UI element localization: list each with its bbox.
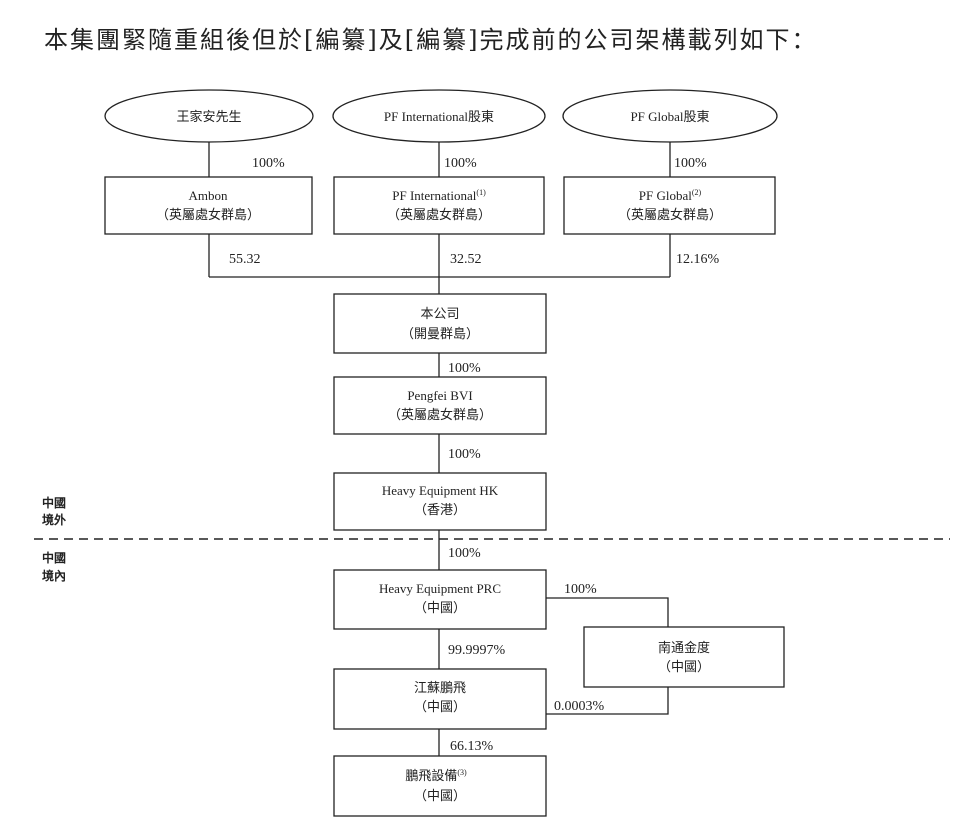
entity-pf-intl-note: (1) (476, 188, 486, 197)
pct-ambon-company: 55.32 (229, 252, 261, 267)
entity-nantong-jurisdiction: （中國） (658, 659, 710, 674)
region-offshore-line1: 中國 (42, 495, 66, 510)
shareholder-pf-intl-label: PF International股東 (384, 109, 494, 124)
entity-pf-global-note: (2) (692, 188, 702, 197)
entity-jiangsu-name: 江蘇鵬飛 (414, 680, 466, 695)
page-title: 本集團緊隨重組後但於[編纂]及[編纂]完成前的公司架構載列如下： (44, 26, 818, 54)
connector-prc-nantong (546, 597, 669, 627)
entity-pengfei-equip-note: (3) (457, 768, 467, 777)
entity-pengfei-equip-name-text: 鵬飛設備 (405, 768, 457, 783)
entity-company-jurisdiction: （開曼群島） (401, 326, 479, 341)
pct-pf-global-company: 12.16% (676, 252, 720, 267)
entity-pengfei-equip-name: 鵬飛設備(3) (405, 768, 467, 783)
pct-prc-jiangsu: 99.9997% (448, 643, 506, 658)
entity-pengfei-equip-box (333, 755, 547, 817)
entity-jiangsu-jurisdiction: （中國） (414, 699, 466, 714)
entity-pf-global-jurisdiction: （英屬處女群島） (618, 207, 722, 222)
pct-holders-pf-global: 100% (674, 156, 707, 171)
pct-pf-intl-company: 32.52 (450, 252, 482, 267)
region-onshore-line2: 境內 (42, 568, 66, 583)
entity-pf-intl-name-text: PF International (392, 188, 477, 203)
pct-prc-nantong: 100% (564, 582, 597, 597)
region-onshore-line1: 中國 (42, 550, 66, 565)
pct-bvi-hk: 100% (448, 447, 481, 462)
pct-nantong-jiangsu: 0.0003% (554, 699, 605, 714)
entity-jiangsu-box (333, 668, 547, 730)
entity-he-prc-jurisdiction: （中國） (414, 600, 466, 615)
entity-pf-intl-jurisdiction: （英屬處女群島） (387, 207, 491, 222)
entity-ambon-jurisdiction: （英屬處女群島） (156, 207, 260, 222)
entity-ambon-name: Ambon (189, 188, 229, 203)
entity-pf-intl-box (333, 176, 545, 235)
entity-he-prc-box (333, 569, 547, 630)
entity-pengfei-bvi-jurisdiction: （英屬處女群島） (388, 407, 492, 422)
entity-pengfei-bvi-box (333, 376, 547, 435)
entity-he-hk-name: Heavy Equipment HK (382, 483, 499, 498)
connector-nantong-jiangsu (546, 687, 669, 715)
entity-pengfei-equip-jurisdiction: （中國） (414, 788, 466, 803)
entity-he-hk-box (333, 472, 547, 531)
pct-holders-pf-intl: 100% (444, 156, 477, 171)
entity-pf-intl-name: PF International(1) (392, 188, 486, 203)
region-offshore-line2: 境外 (42, 512, 66, 527)
entity-pf-global-box (563, 176, 776, 235)
entity-pengfei-bvi-name: Pengfei BVI (407, 388, 472, 403)
pct-jiangsu-equip: 66.13% (450, 739, 494, 754)
entity-pf-global-name-text: PF Global (639, 188, 692, 203)
pct-company-bvi: 100% (448, 361, 481, 376)
pct-wang-ambon: 100% (252, 156, 285, 171)
shareholder-wang-label: 王家安先生 (176, 109, 241, 124)
entity-company-box (333, 293, 547, 354)
entity-company-name: 本公司 (420, 306, 459, 321)
entity-he-prc-name: Heavy Equipment PRC (379, 581, 501, 596)
pct-hk-prc: 100% (448, 546, 481, 561)
shareholder-pf-global-label: PF Global股東 (630, 109, 709, 124)
entity-pf-global-name: PF Global(2) (639, 188, 702, 203)
entity-ambon-box (104, 176, 313, 235)
entity-nantong-name: 南通金度 (658, 640, 710, 655)
entity-he-hk-jurisdiction: （香港） (414, 502, 466, 517)
entity-nantong-box (583, 626, 785, 688)
